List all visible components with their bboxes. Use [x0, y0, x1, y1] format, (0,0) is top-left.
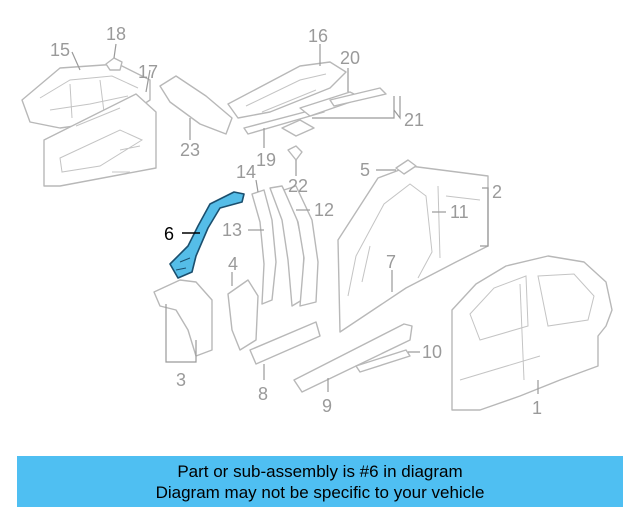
part-16-front-floor	[227, 61, 347, 119]
part-12-pillar-outer	[283, 185, 319, 307]
part-17-floor-kit-box	[43, 93, 157, 187]
callout-17: 17	[138, 62, 158, 82]
callout-labels: 1 2 3 4 5 6 7 8 9 10 11 12 13 14 15 16 1…	[50, 24, 542, 418]
banner-line-part: Part or sub-assembly is #6 in diagram	[177, 461, 463, 481]
callout-21: 21	[404, 110, 424, 130]
part-10-rocker-strip	[355, 349, 411, 373]
part-4-lower-pillar	[227, 279, 259, 351]
callout-18: 18	[106, 24, 126, 44]
callout-6: 6	[164, 224, 174, 244]
part-23-floor-member	[159, 75, 233, 135]
callout-11: 11	[450, 202, 469, 222]
part-5-bracket	[395, 159, 417, 175]
part-22-clip	[287, 145, 303, 161]
part-6-highlighted	[169, 191, 245, 279]
callout-20: 20	[340, 48, 360, 68]
callout-1: 1	[532, 398, 542, 418]
callout-19: 19	[256, 150, 276, 170]
part-14-pillar-inner	[251, 189, 277, 305]
info-banner: Part or sub-assembly is #6 in diagram Di…	[17, 456, 623, 507]
callout-10: 10	[422, 342, 442, 362]
part-3-hinge-pillar	[153, 279, 213, 357]
callout-14: 14	[236, 162, 256, 182]
callout-8: 8	[258, 384, 268, 404]
callout-5: 5	[360, 160, 370, 180]
part-19-sill-strip	[243, 107, 325, 135]
callout-2: 2	[492, 182, 502, 202]
part-18-bracket	[105, 57, 123, 71]
callout-13: 13	[222, 220, 242, 240]
part-8-inner-sill	[249, 321, 321, 365]
banner-line-disclaimer: Diagram may not be specific to your vehi…	[155, 482, 485, 502]
part-21-bracket	[281, 119, 315, 137]
parts-diagram: 1 2 3 4 5 6 7 8 9 10 11 12 13 14 15 16 1…	[21, 24, 613, 418]
callout-4: 4	[228, 254, 238, 274]
callout-23: 23	[180, 140, 200, 160]
callout-3: 3	[176, 370, 186, 390]
part-9-rocker	[293, 323, 413, 393]
callout-12: 12	[314, 200, 334, 220]
callout-9: 9	[322, 396, 332, 416]
part-20-rail	[299, 87, 387, 117]
leader-lines	[71, 43, 539, 394]
callout-15: 15	[50, 40, 70, 60]
callout-22: 22	[288, 176, 308, 196]
callout-16: 16	[308, 26, 328, 46]
part-1-body-side-outer	[451, 255, 613, 411]
callout-7: 7	[386, 252, 396, 272]
